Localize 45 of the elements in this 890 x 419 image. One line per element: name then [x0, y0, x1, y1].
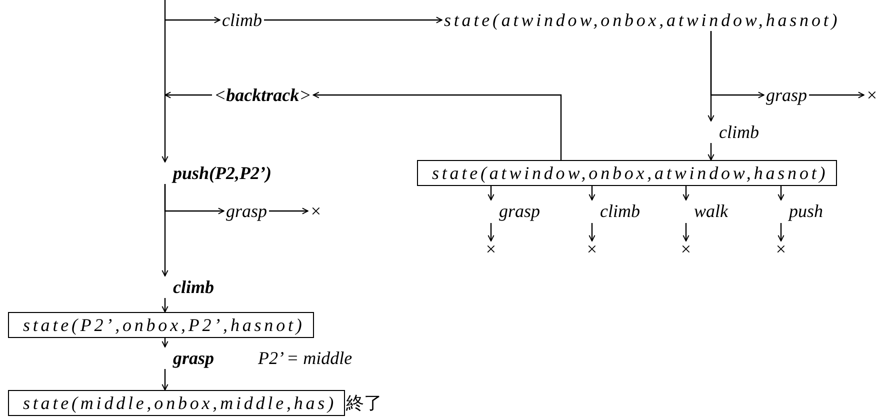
action-label: climb — [222, 9, 262, 31]
status-note: 終了 — [346, 392, 382, 414]
arrow — [809, 92, 864, 98]
dead-end-mark: × — [775, 238, 787, 260]
action-label: push(P2,P2’) — [159, 162, 272, 184]
action-label: grasp — [159, 347, 214, 369]
arrow — [162, 184, 168, 276]
state-box: state(middle,onbox,middle,has) — [8, 390, 346, 416]
dead-end-mark: × — [310, 200, 322, 222]
arrow — [264, 16, 442, 24]
action-label: climb — [705, 121, 759, 143]
arrow — [165, 16, 220, 24]
action-label: grasp — [485, 200, 540, 222]
arrow — [588, 223, 596, 242]
action-label: walk — [680, 200, 728, 222]
action-label: climb — [159, 276, 214, 298]
action-label: grasp — [766, 84, 808, 106]
state-text: state(atwindow,onbox,atwindow,hasnot) — [444, 9, 840, 31]
action-label: push — [775, 200, 824, 222]
dead-end-mark: × — [586, 238, 598, 260]
dead-end-mark: × — [485, 238, 497, 260]
action-label: grasp — [226, 200, 268, 222]
action-label: climb — [586, 200, 640, 222]
arrow — [708, 31, 714, 122]
arrow — [162, 338, 168, 348]
dead-end-mark: × — [680, 238, 692, 260]
arrow — [682, 223, 690, 242]
arrow — [162, 369, 168, 390]
arrow — [682, 186, 690, 200]
arrow — [488, 186, 494, 200]
equation-note: P2’ = middle — [258, 347, 352, 369]
arrow — [778, 223, 784, 242]
arrow — [269, 208, 308, 214]
state-box: state(atwindow,onbox,atwindow,hasnot) — [417, 160, 838, 186]
dead-end-mark: × — [866, 84, 878, 106]
arrow — [588, 186, 596, 200]
arrow — [312, 92, 562, 160]
arrow — [708, 143, 714, 160]
state-box: state(P2’,onbox,P2’,hasnot) — [8, 312, 314, 338]
arrow — [778, 186, 784, 200]
arrow — [164, 92, 212, 98]
arrow — [488, 223, 494, 242]
arrow — [162, 0, 168, 162]
arrow — [162, 298, 168, 312]
backtrack-label: <backtrack> — [214, 84, 312, 106]
